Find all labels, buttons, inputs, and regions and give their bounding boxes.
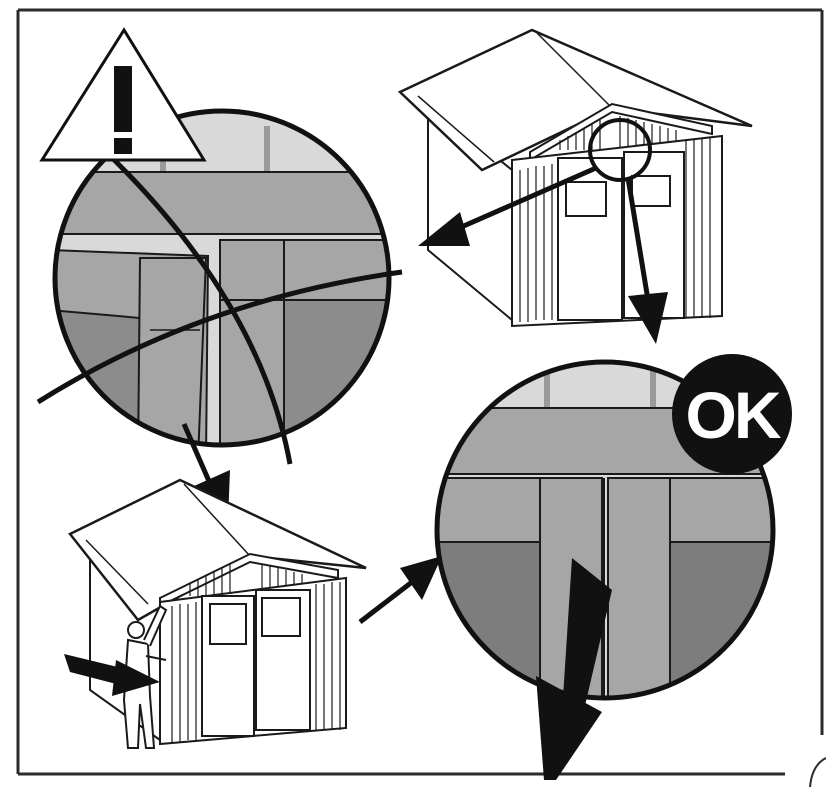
arrow-to-correct-detail [360,556,442,622]
ok-badge-icon: OK [672,354,792,474]
shed-bottom-left [70,480,366,744]
ok-label: OK [686,378,782,452]
warning-triangle-icon [42,30,204,160]
